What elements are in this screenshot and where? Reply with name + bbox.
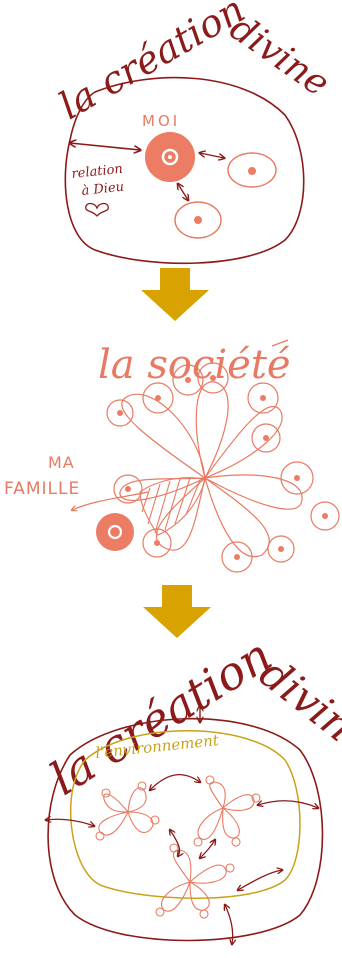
panel-3: la création divine l'environnement [41,628,342,944]
other-person-1 [227,152,277,188]
down-arrow-2 [143,585,211,638]
person-circles [106,362,340,573]
moi-in-society [96,513,134,551]
heart-icon [85,202,109,218]
society-cluster-1 [95,781,160,841]
creation-boundary [64,76,305,265]
relation-arrow-down [178,184,188,200]
relation-label-line1: relation [71,162,124,182]
creation-boundary-2 [47,717,324,942]
panel1-title-part2: divine [222,7,336,104]
panel3-title-part1: la création [41,628,281,806]
person-dots [117,375,328,560]
society-cluster-2 [193,775,261,847]
panel-1: la création divine MOI relation à Dieu [51,0,337,265]
family-label-line2: FAMILLE [4,479,80,499]
panel3-arrows [46,774,318,944]
other-person-2 [174,201,222,239]
down-arrow-1 [141,268,209,321]
society-loops [119,381,303,558]
panel-2: la société [4,339,340,573]
panel1-title-part1: la création [51,0,252,128]
family-pointer-arrow [72,491,149,510]
family-label-line1: MA [48,453,75,472]
relation-label-line2: à Dieu [81,180,125,199]
society-cluster-3 [155,843,235,919]
relation-arrow-right [200,153,224,158]
panel2-title: la société [98,342,291,388]
moi-label: MOI [142,112,180,130]
family-hatch [139,477,206,536]
relation-arrow-god [70,143,140,150]
environment-boundary [70,730,301,899]
